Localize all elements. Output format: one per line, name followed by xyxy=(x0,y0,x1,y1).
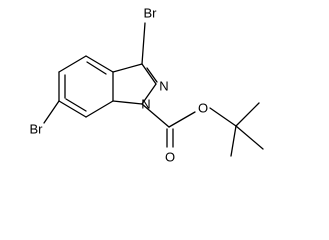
molecule-structure: Br Br N N O O xyxy=(30,6,264,165)
bond xyxy=(141,63,157,85)
atom-label-br-top: Br xyxy=(144,6,158,21)
bond xyxy=(209,107,237,127)
bond xyxy=(230,125,237,157)
bond xyxy=(112,100,143,105)
bond xyxy=(141,22,146,65)
atom-label-br-left: Br xyxy=(30,122,44,137)
bond xyxy=(85,100,114,118)
atom-label-o-carbonyl: O xyxy=(165,150,175,165)
atom-label-n1: N xyxy=(141,97,150,112)
bond xyxy=(235,102,260,127)
bond xyxy=(65,98,87,112)
atom-label-o-ester: O xyxy=(198,101,208,116)
atom-label-n2: N xyxy=(159,79,168,94)
bonds xyxy=(43,22,264,157)
bond xyxy=(58,55,87,73)
bond xyxy=(86,61,107,75)
bond xyxy=(141,83,157,105)
bond xyxy=(235,125,264,150)
bond xyxy=(146,67,158,83)
bond xyxy=(43,100,60,124)
bond xyxy=(112,63,143,73)
bond xyxy=(58,100,87,118)
bond xyxy=(141,103,170,128)
bond xyxy=(85,55,114,73)
atom-labels: Br Br N N O O xyxy=(30,6,209,165)
bond xyxy=(168,111,196,128)
